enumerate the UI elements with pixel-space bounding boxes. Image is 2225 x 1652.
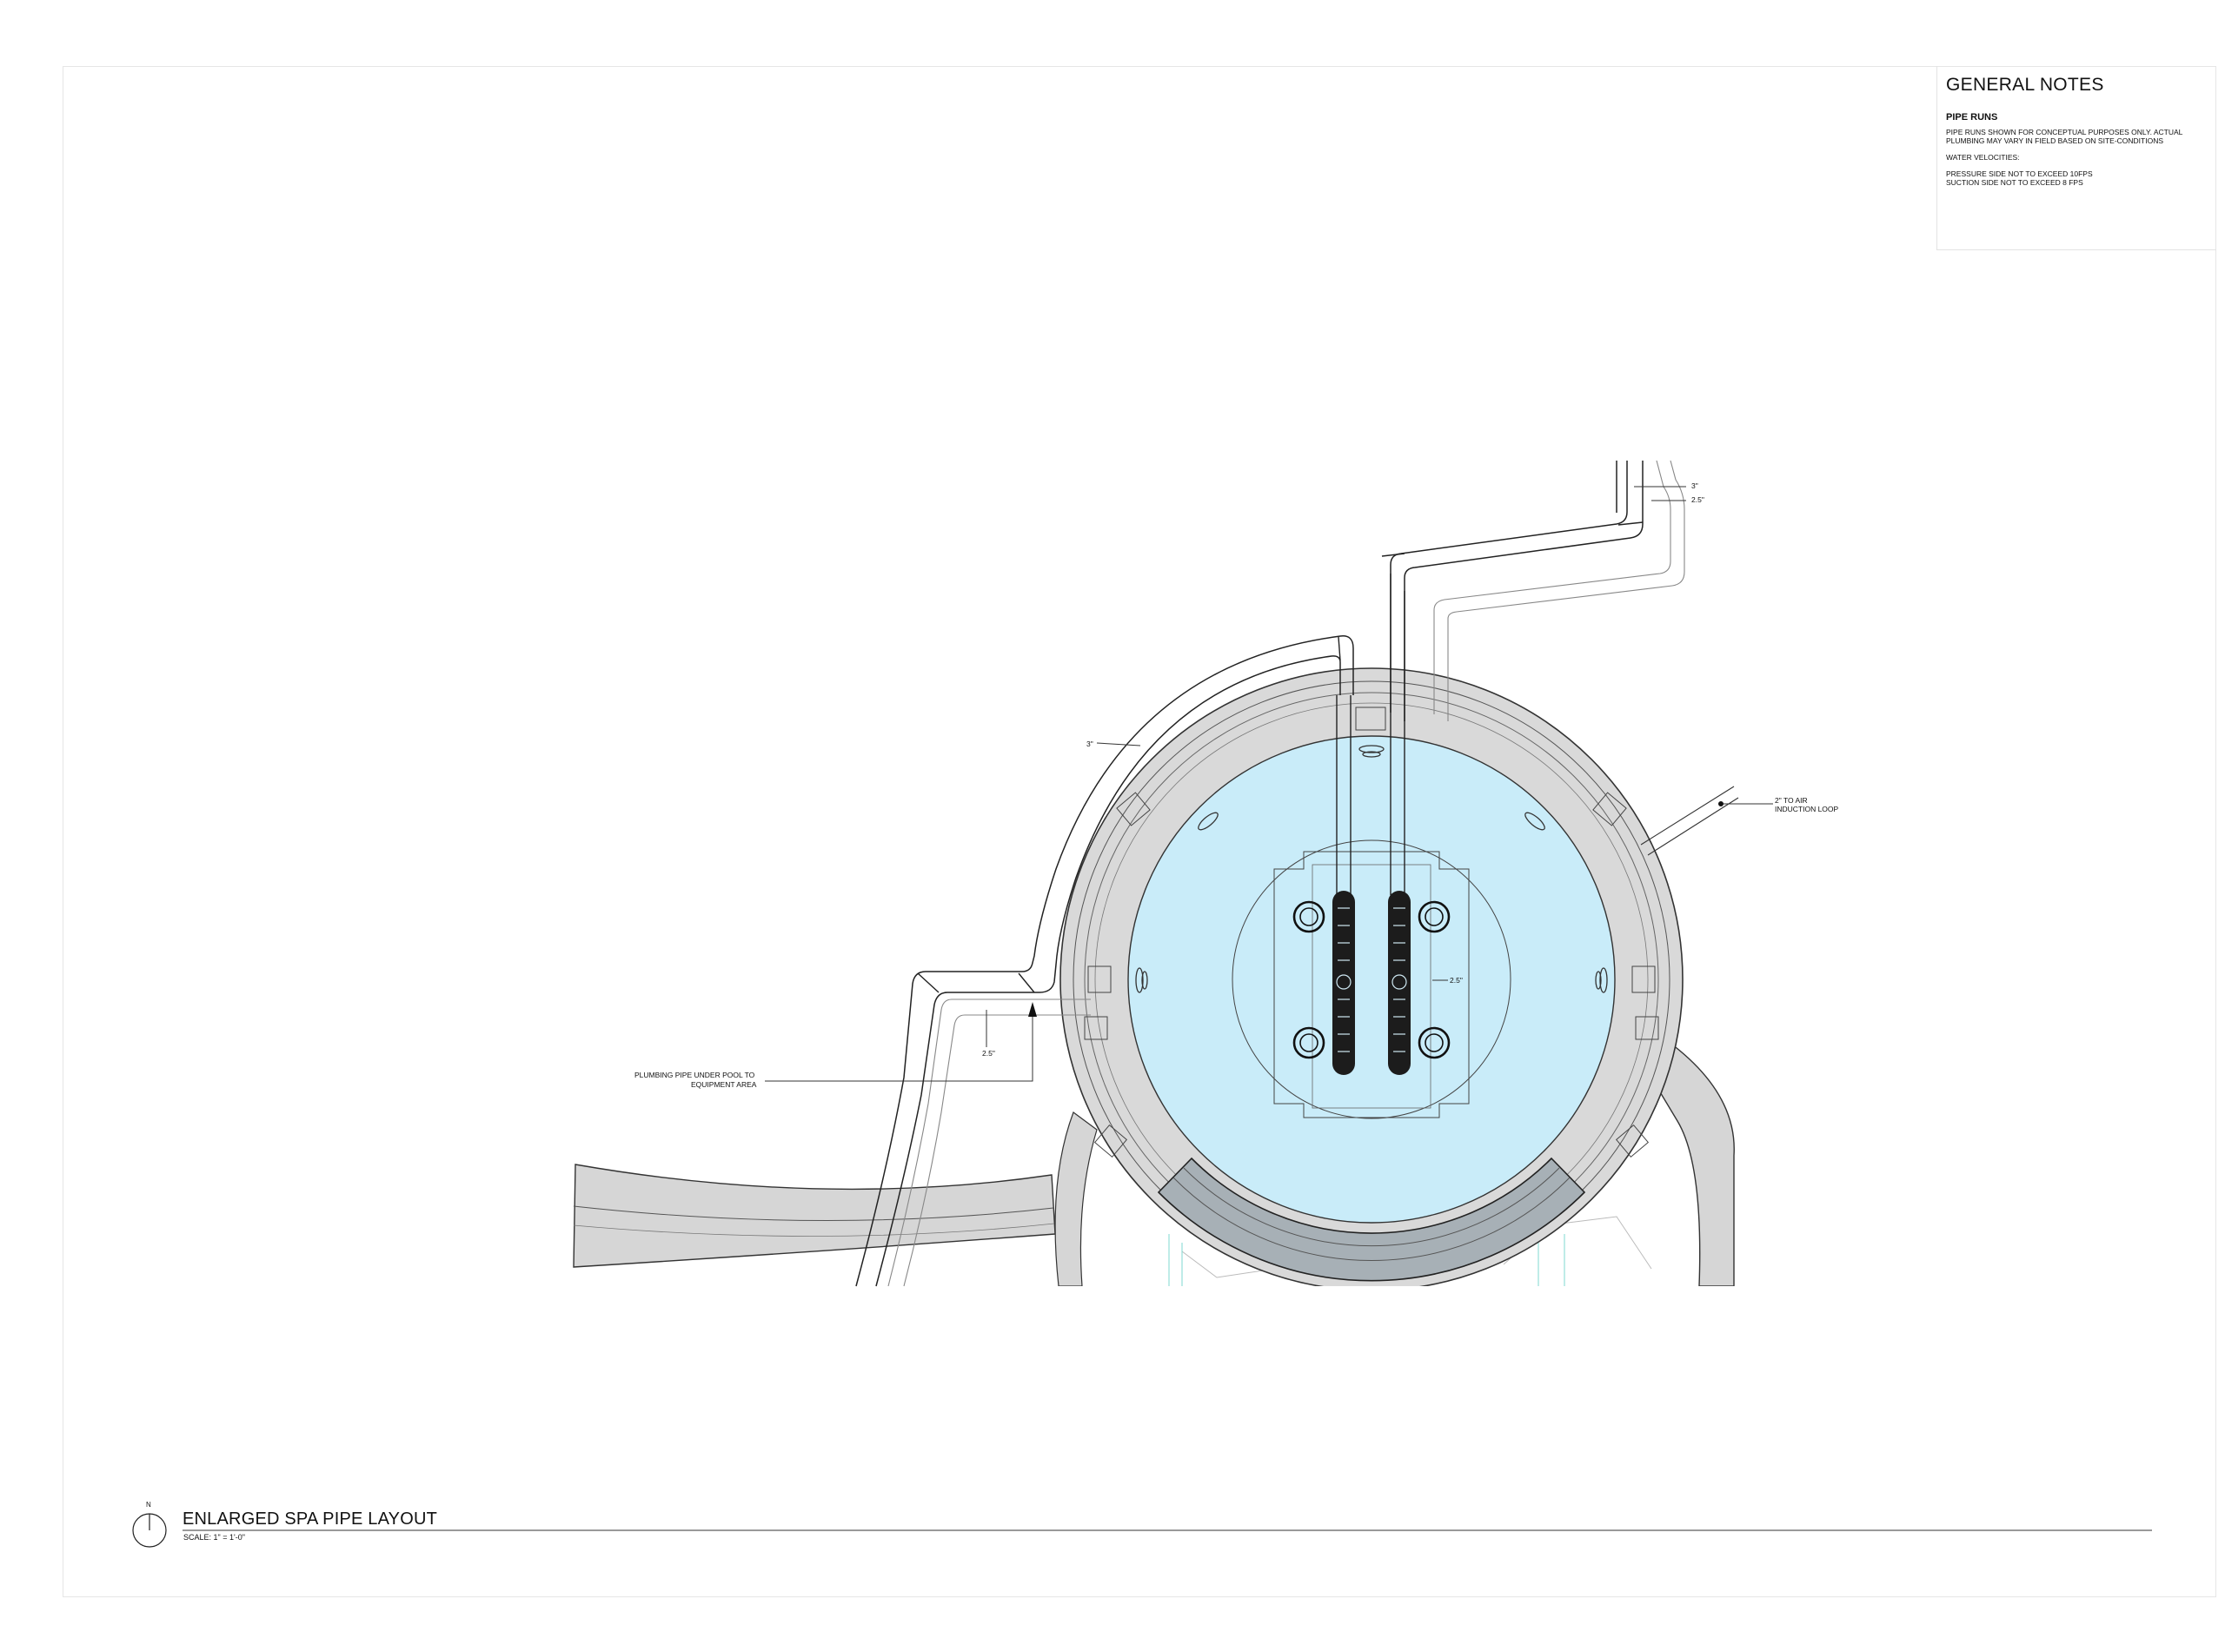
pipe-run-left [855,635,1354,1287]
general-notes-panel: GENERAL NOTES PIPE RUNS PIPE RUNS SHOWN … [1936,66,2216,250]
callout-plumbing-line-1: PLUMBING PIPE UNDER POOL TO [634,1071,755,1079]
pipe-runs-heading: PIPE RUNS [1946,112,1998,123]
spa-bench [1157,1157,1586,1282]
callout-air-line-2: INDUCTION LOOP [1775,805,1839,813]
callout-25in-top: 2.5" [1691,495,1704,504]
plan-view [573,574,1735,1286]
note-line: PIPE RUNS SHOWN FOR CONCEPTUAL PURPOSES … [1946,128,2183,136]
callout-plumbing-line-2: EQUIPMENT AREA [691,1080,757,1089]
callout-3in-top: 3" [1691,481,1698,490]
note-line: SUCTION SIDE NOT TO EXCEED 8 FPS [1946,178,2083,187]
note-line: WATER VELOCITIES: [1946,153,2020,162]
pipe-run-upper [1390,461,1644,721]
callout-25in-center: 2.5" [1450,976,1463,985]
note-line: PRESSURE SIDE NOT TO EXCEED 10FPS [1946,169,2093,178]
floor-jets [1292,900,1451,1059]
drawing-scale: SCALE: 1" = 1'-0" [183,1533,245,1542]
callout-25in-left: 2.5" [982,1049,995,1058]
drawing-title: ENLARGED SPA PIPE LAYOUT [183,1509,438,1529]
main-drains [1332,891,1411,1075]
main-drain-frame [1273,851,1470,1118]
general-notes-heading: GENERAL NOTES [1946,75,2104,95]
north-label: N [146,1501,151,1509]
callout-3in-left: 3" [1086,740,1093,748]
curved-deck-band [573,1164,1056,1268]
right-deck-band [1635,1029,1735,1286]
north-arrow [132,1513,167,1548]
note-line: PLUMBING MAY VARY IN FIELD BASED ON SITE… [1946,136,2164,145]
callout-air-line-1: 2" TO AIR [1775,796,1808,805]
drawing-sheet-border [63,66,2216,1597]
spa-water [1127,735,1616,1224]
